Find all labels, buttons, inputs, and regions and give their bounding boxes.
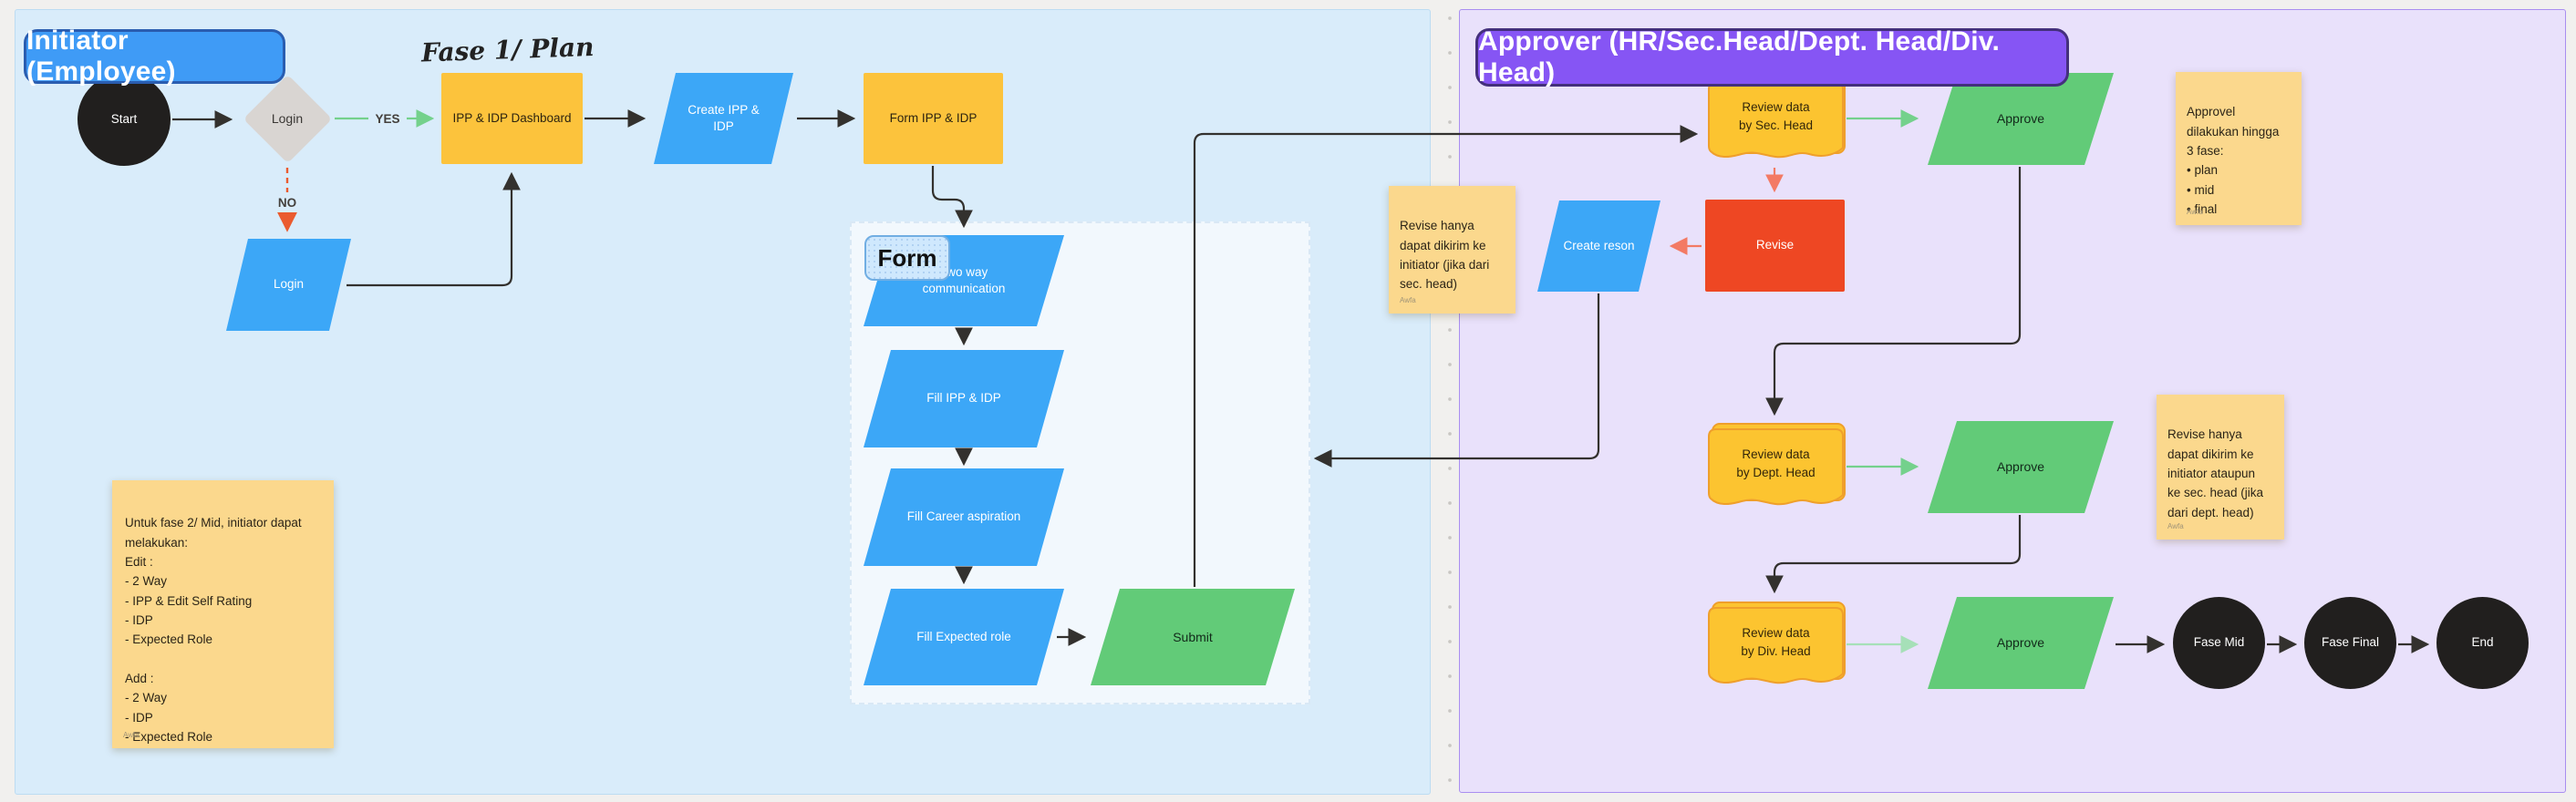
edge-formipp-to-twoway (931, 166, 973, 229)
edge-label-yes: YES (368, 108, 407, 129)
node-start[interactable]: Start (78, 73, 171, 166)
sticky-note-fase2-author: Awfa (123, 731, 140, 740)
node-review-div-head[interactable]: Review data by Div. Head (1705, 601, 1847, 692)
edge-createreson-to-form (1313, 293, 1600, 468)
node-approve-div[interactable]: Approve (1928, 597, 2114, 689)
lane-header-initiator-label: Initiator (Employee) (26, 26, 176, 87)
edge-label-no: NO (270, 192, 305, 212)
node-review-sec-head[interactable]: Review data by Sec. Head (1705, 75, 1847, 166)
lane-header-approver-label: Approver (HR/Sec.Head/Dept. Head/Div. He… (1478, 26, 2000, 87)
document-shape (1708, 602, 1846, 684)
node-end[interactable]: End (2436, 597, 2529, 689)
sticky-note-revise-sec-author: Awfa (1400, 296, 1416, 305)
node-login-manual[interactable]: Login (226, 239, 351, 331)
node-create-ipp-idp[interactable]: Create IPP & IDP (654, 73, 793, 164)
form-section-tag[interactable]: Form (864, 235, 950, 281)
sticky-note-approval-phases-author: Awfa (2187, 208, 2203, 217)
node-review-div-head-label: Review data by Div. Head (1741, 625, 1811, 658)
document-shape (1708, 76, 1846, 159)
lane-header-approver[interactable]: Approver (HR/Sec.Head/Dept. Head/Div. He… (1475, 26, 2069, 87)
node-approve-sec[interactable]: Approve (1928, 73, 2114, 165)
node-ipp-idp-dashboard[interactable]: IPP & IDP Dashboard (441, 73, 583, 164)
document-shape (1708, 423, 1846, 506)
edge-approvedept-to-divhead (1765, 515, 2022, 594)
lane-header-initiator[interactable]: Initiator (Employee) (24, 26, 285, 87)
sticky-note-fase2[interactable]: Untuk fase 2/ Mid, initiator dapat melak… (112, 480, 334, 748)
sticky-note-revise-sec-text: Revise hanya dapat dikirim ke initiator … (1400, 219, 1490, 292)
sticky-note-revise-dept-author: Awfa (2167, 522, 2184, 531)
sticky-note-fase2-text: Untuk fase 2/ Mid, initiator dapat melak… (125, 516, 302, 744)
edge-loginmanual-to-dashboard (347, 171, 521, 287)
node-form-ipp-idp[interactable]: Form IPP & IDP (864, 73, 1003, 164)
phase-annotation[interactable]: Fase 1/ Plan (420, 31, 595, 68)
node-fill-ipp-idp[interactable]: Fill IPP & IDP (864, 350, 1064, 447)
node-fill-career-aspiration[interactable]: Fill Career aspiration (864, 468, 1064, 566)
node-review-dept-head[interactable]: Review data by Dept. Head (1705, 422, 1847, 513)
node-review-sec-head-label: Review data by Sec. Head (1738, 99, 1814, 132)
node-fase-final[interactable]: Fase Final (2304, 597, 2396, 689)
edge-submit-to-sechead (1193, 125, 1699, 587)
sticky-note-revise-dept-text: Revise hanya dapat dikirim ke initiator … (2167, 427, 2264, 519)
node-submit[interactable]: Submit (1091, 589, 1295, 685)
sticky-note-revise-sec[interactable]: Revise hanya dapat dikirim ke initiator … (1389, 186, 1516, 314)
node-fill-expected-role[interactable]: Fill Expected role (864, 589, 1064, 685)
sticky-note-revise-dept[interactable]: Revise hanya dapat dikirim ke initiator … (2157, 395, 2284, 540)
node-create-reson[interactable]: Create reson (1537, 200, 1660, 292)
node-review-dept-head-label: Review data by Dept. Head (1736, 447, 1816, 479)
sticky-note-approval-phases[interactable]: Approvel dilakukan hingga 3 fase: • plan… (2176, 72, 2302, 225)
node-fase-mid[interactable]: Fase Mid (2173, 597, 2265, 689)
node-approve-dept[interactable]: Approve (1928, 421, 2114, 513)
node-two-way-communication[interactable]: Two way communication (864, 235, 1064, 326)
sticky-note-approval-phases-text: Approvel dilakukan hingga 3 fase: • plan… (2187, 105, 2280, 216)
node-revise[interactable]: Revise (1705, 200, 1845, 292)
edge-approvesec-to-depthead (1765, 167, 2022, 416)
node-login-decision-label: Login (271, 111, 304, 126)
